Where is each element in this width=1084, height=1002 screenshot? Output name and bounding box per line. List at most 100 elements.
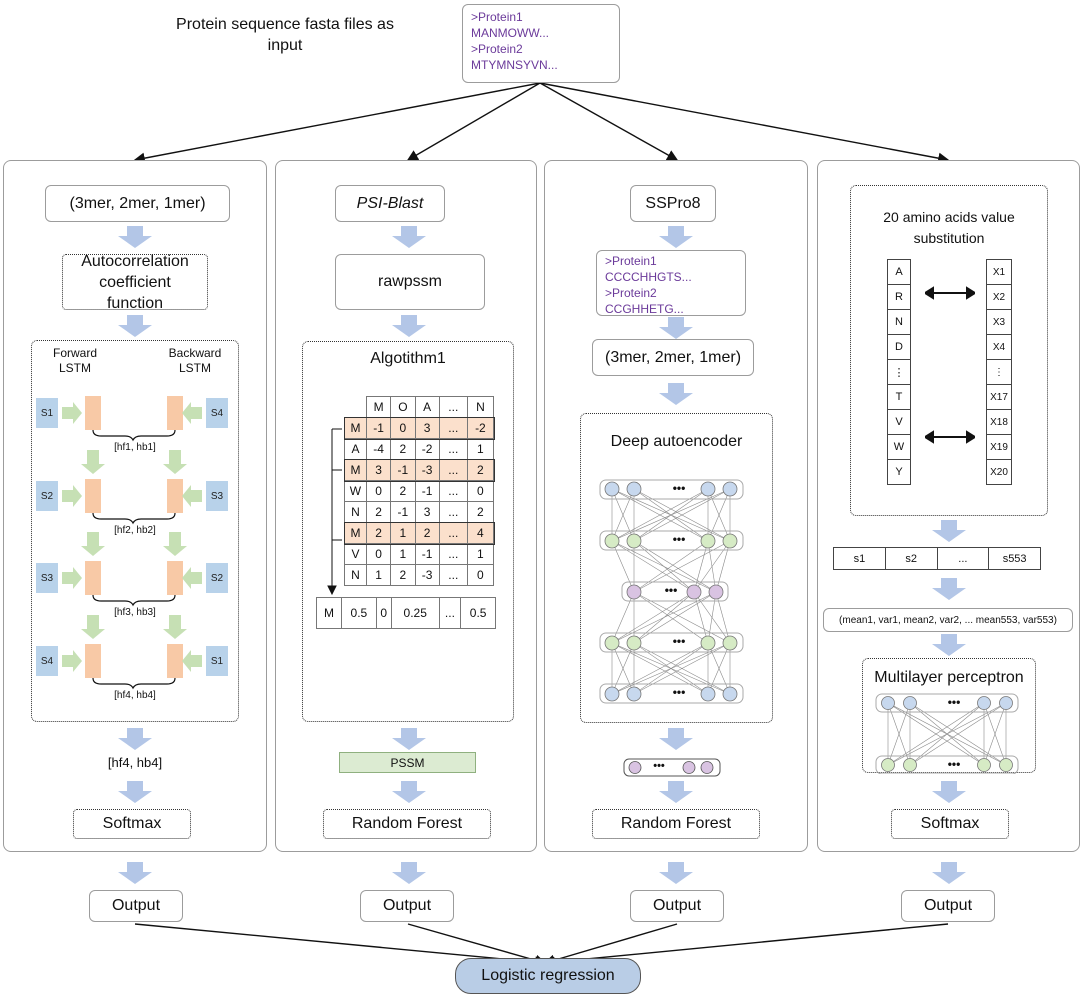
matrix-cell: 1 <box>390 522 416 544</box>
random-forest-box: Random Forest <box>323 809 491 839</box>
matrix-cell: 2 <box>365 522 392 544</box>
ae-ellipsis: ••• <box>672 481 686 495</box>
matrix-row: N 2 -1 3 ... 2 <box>344 501 495 523</box>
matrix-cell: M <box>344 459 367 481</box>
matrix-cell: -1 <box>365 417 392 439</box>
lstm-down-arrows <box>81 450 187 639</box>
ae-ellipsis: ••• <box>672 685 686 699</box>
matrix-cell: 2 <box>390 438 416 460</box>
matrix-cell: A <box>344 438 367 460</box>
matrix-cell: -3 <box>414 459 440 481</box>
matrix-cell: N <box>344 501 367 523</box>
result-cell: ... <box>438 597 462 629</box>
lstm-step-1 <box>36 396 228 442</box>
matrix-row-highlight: M 3 -1 -3 ... 2 <box>343 458 495 482</box>
ss-line: CCCCHHGTS... <box>605 270 692 284</box>
matrix-cell: 1 <box>466 543 495 565</box>
aa-cell: T <box>887 385 911 410</box>
matrix-header-cell <box>345 397 367 418</box>
matrix-cell: ... <box>438 459 468 481</box>
value-cell: X1 <box>986 259 1012 285</box>
autoencoder-network <box>599 479 744 704</box>
matrix-cell: 0 <box>466 564 495 586</box>
matrix-cell: 1 <box>365 564 392 586</box>
matrix-header-cell: ... <box>438 396 468 418</box>
mlp-container <box>862 658 1036 773</box>
matrix-cell: M <box>344 522 367 544</box>
sspro8-box: SSPro8 <box>630 185 716 222</box>
matrix-cell: 2 <box>365 501 392 523</box>
matrix-cell: ... <box>438 543 468 565</box>
mlp-ellipsis: ••• <box>947 757 961 771</box>
matrix-cell: 3 <box>365 459 392 481</box>
ae-ellipsis: ••• <box>672 532 686 546</box>
final-hidden-label: [hf4, hb4] <box>107 755 163 770</box>
logistic-regression-node: Logistic regression <box>455 958 641 994</box>
lstm-input-right: S3 <box>210 490 224 502</box>
matrix-header-cell: M <box>365 396 392 418</box>
matrix-row: A -4 2 -2 ... 1 <box>344 438 495 460</box>
output-box: Output <box>901 890 995 922</box>
aa-cell: N <box>887 310 911 335</box>
result-cell: 0.25 <box>390 597 440 629</box>
matrix-cell: 0 <box>390 417 416 439</box>
aa-cell: W <box>887 435 911 460</box>
pssm-result-row: M 0.5 0 0.25 ... 0.5 <box>316 597 496 629</box>
matrix-cell: 1 <box>390 543 416 565</box>
pssm-matrix: M O A ... N M -1 0 3 ... -2 A -4 2 -2 ..… <box>343 396 495 586</box>
autoencoder-title: Deep autoencoder <box>610 433 743 450</box>
matrix-cell: 2 <box>390 480 416 502</box>
aa-cell: A <box>887 259 911 285</box>
fasta-line: MTYMNSYVN... <box>471 58 558 72</box>
value-cell: X4 <box>986 335 1012 360</box>
lstm-input-left: S1 <box>40 407 54 419</box>
matrix-cell: 3 <box>414 417 440 439</box>
ae-ellipsis: ••• <box>672 634 686 648</box>
kmer-box-2: (3mer, 2mer, 1mer) <box>592 339 754 376</box>
matrix-cell: -1 <box>414 543 440 565</box>
lstm-input-right: S2 <box>210 572 224 584</box>
lstm-input-right: S1 <box>210 655 224 667</box>
hidden-state-label: [hf1, hb1] <box>114 442 156 453</box>
input-label: Protein sequence fasta files as input <box>176 16 394 54</box>
value-cell: X20 <box>986 460 1012 485</box>
ss-line: CCGHHETG... <box>605 302 684 316</box>
matrix-cell: -1 <box>390 459 416 481</box>
lstm-diagram <box>36 396 228 690</box>
ae-layer-frames <box>599 479 744 704</box>
amino-acid-column: A R N D ⋮ T V W Y <box>887 259 911 485</box>
matrix-cell: ... <box>438 564 468 586</box>
matrix-cell: 1 <box>466 438 495 460</box>
encoded-sequence-row: s1 s2 ... s553 <box>833 547 1041 570</box>
matrix-cell: ... <box>438 438 468 460</box>
value-cell: X17 <box>986 385 1012 410</box>
lstm-input-left: S4 <box>40 655 54 667</box>
aa-cell: Y <box>887 460 911 485</box>
mlp-title: Multilayer perceptron <box>874 669 1024 686</box>
matrix-cell: ... <box>438 501 468 523</box>
matrix-cell: 4 <box>466 522 495 544</box>
matrix-cell: 2 <box>390 564 416 586</box>
matrix-cell: 0 <box>365 480 392 502</box>
result-cell: 0 <box>375 597 392 629</box>
softmax-box-2: Softmax <box>891 809 1009 839</box>
matrix-cell: 2 <box>466 501 495 523</box>
mlp-network <box>875 693 1019 774</box>
matrix-cell: V <box>344 543 367 565</box>
random-forest-box-2: Random Forest <box>592 809 760 839</box>
result-cell: 0.5 <box>341 597 377 629</box>
hidden-state-label: [hf3, hb3] <box>114 607 156 618</box>
fasta-line: >Protein1 <box>471 10 523 24</box>
matrix-row: W 0 2 -1 ... 0 <box>344 480 495 502</box>
matrix-row: V 0 1 -1 ... 1 <box>344 543 495 565</box>
substitution-arrows <box>925 286 975 444</box>
matrix-header-cell: A <box>414 396 440 418</box>
value-cell: ⋮ <box>986 360 1012 385</box>
aa-cell: R <box>887 285 911 310</box>
matrix-cell: ... <box>438 522 468 544</box>
matrix-cell: ... <box>438 417 468 439</box>
secondary-structure-box: >Protein1 CCCCHHGTS... >Protein2 CCGHHET… <box>596 250 746 316</box>
hidden-state-label: [hf4, hb4] <box>114 690 156 701</box>
matrix-cell: 0 <box>466 480 495 502</box>
matrix-cell: 2 <box>466 459 495 481</box>
